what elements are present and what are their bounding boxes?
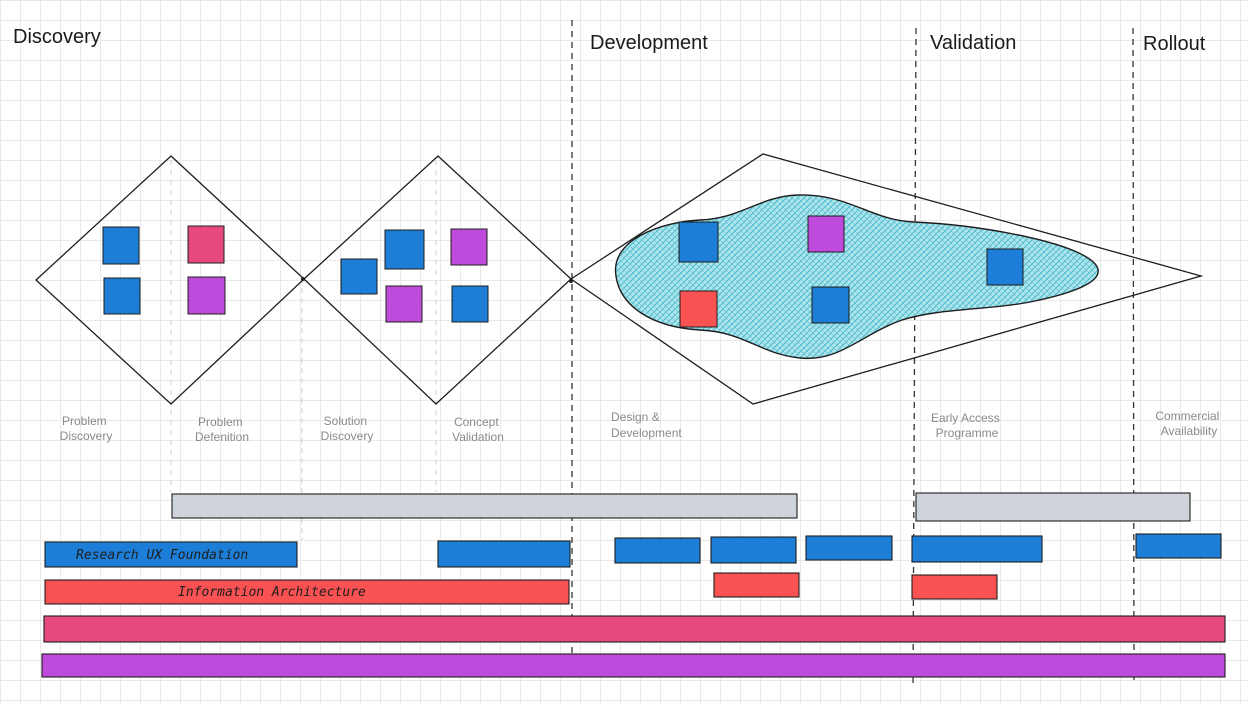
sticky-note-purple <box>187 276 226 315</box>
timeline-bar-blue <box>710 536 797 564</box>
sticky-note-purple <box>807 215 845 253</box>
timeline-bar-blue <box>614 537 701 564</box>
stage-label-solution-discovery: Solution Discovery <box>321 414 374 443</box>
sticky-note-purple <box>385 285 423 323</box>
diamond-junction-dot <box>301 277 305 281</box>
sticky-note-red <box>679 290 718 328</box>
timeline-bar-blue <box>437 540 571 568</box>
stage-label-concept-validation: Concept Validation <box>452 415 504 444</box>
sticky-note-blue <box>986 248 1024 286</box>
phase-title-validation: Validation <box>930 32 1016 54</box>
stage-label-early-access: Early Access Programme <box>931 411 1003 440</box>
timeline-bar-purple <box>41 653 1226 678</box>
sticky-note-blue <box>678 221 719 263</box>
phase-title-rollout: Rollout <box>1143 33 1206 55</box>
sticky-note-blue <box>103 277 141 315</box>
timeline-bar-grey <box>915 492 1191 522</box>
sticky-note-blue <box>451 285 489 323</box>
sticky-note-blue <box>340 258 378 295</box>
timeline-bar-red <box>911 574 998 600</box>
sticky-note-blue <box>102 226 140 265</box>
bar-label-information-architecture: Information Architecture <box>178 585 366 600</box>
problem-diamond <box>35 155 305 405</box>
phase-title-development: Development <box>590 32 708 54</box>
sticky-note-blue <box>811 286 850 324</box>
development-wedge <box>569 153 1204 405</box>
stage-label-problem-discovery: Problem Discovery <box>60 414 113 443</box>
phase-divider-rollout <box>1132 27 1135 681</box>
timeline-bar-information-architecture <box>44 579 570 605</box>
phase-title-discovery: Discovery <box>13 26 101 48</box>
timeline-bar-pink <box>43 615 1226 643</box>
timeline-bar-grey <box>171 493 798 519</box>
sticky-note-purple <box>450 228 488 266</box>
stage-label-design-development: Design & Development <box>611 410 682 440</box>
timeline-bar-blue <box>1135 533 1222 559</box>
sticky-note-pink <box>187 225 225 264</box>
timeline-bar-red <box>713 572 800 598</box>
timeline-bar-blue <box>805 535 893 561</box>
development-blob <box>614 194 1099 360</box>
sticky-note-blue <box>384 229 425 270</box>
timeline-bar-blue <box>911 535 1043 563</box>
stage-label-commercial-availability: Commercial Availability <box>1155 409 1222 438</box>
stage-label-problem-definition: Problem Defenition <box>195 415 249 444</box>
timeline-bar-research-ux <box>44 541 298 568</box>
solution-diamond <box>303 155 572 405</box>
bar-label-research-ux: Research UX Foundation <box>76 548 248 563</box>
